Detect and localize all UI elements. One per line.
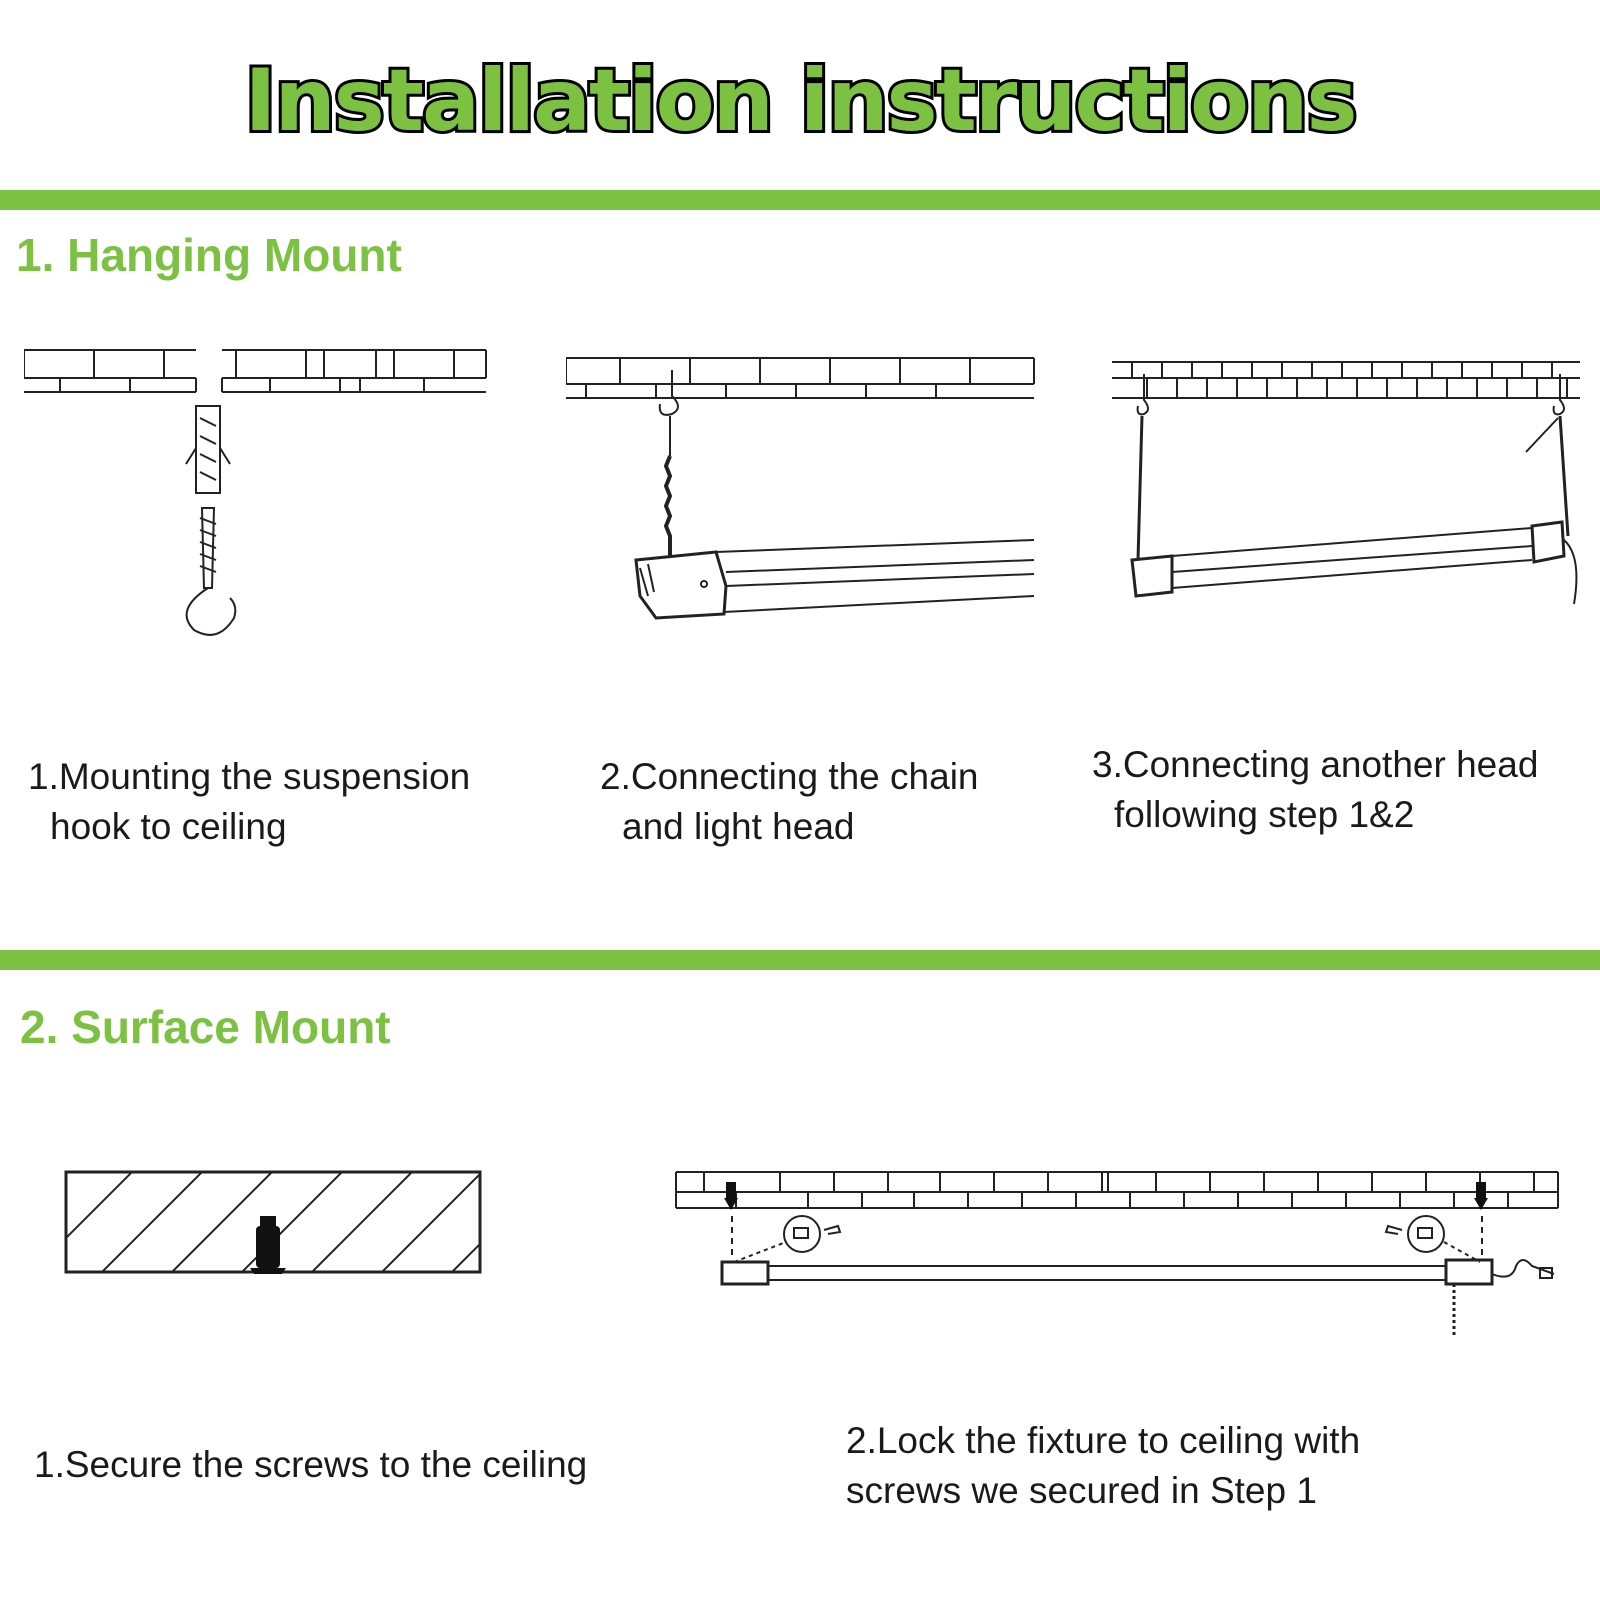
section-heading-surface: 2. Surface Mount [20, 1001, 391, 1053]
ceiling-screw-icon [64, 1170, 482, 1274]
hanging-fixture-icon [1112, 361, 1580, 605]
caption-line: hook to ceiling [50, 806, 287, 847]
caption-hanging-step-1: 1.Mounting the suspension hook to ceilin… [28, 752, 470, 852]
caption-line: screws we secured in Step 1 [846, 1470, 1317, 1511]
section-divider-1 [0, 190, 1600, 210]
caption-hanging-step-2: 2.Connecting the chain and light head [600, 752, 979, 852]
caption-surface-step-2: 2.Lock the fixture to ceiling with screw… [846, 1416, 1360, 1516]
caption-line: 2.Connecting the chain [600, 756, 979, 797]
suspension-hook-icon [24, 349, 487, 636]
surface-mounted-fixture-icon [675, 1171, 1559, 1336]
section-divider-2 [0, 950, 1600, 970]
caption-line: 2.Lock the fixture to ceiling with [846, 1420, 1361, 1461]
caption-line: 1.Secure the screws to the ceiling [34, 1444, 588, 1485]
chain-light-head-icon [566, 357, 1035, 620]
page-title: Installation instructions [241, 51, 1360, 151]
caption-line: 1.Mounting the suspension [28, 756, 471, 797]
caption-surface-step-1: 1.Secure the screws to the ceiling [34, 1440, 587, 1490]
caption-line: following step 1&2 [1114, 794, 1415, 835]
section-heading-hanging: 1. Hanging Mount [16, 229, 402, 281]
caption-line: 3.Connecting another head [1092, 744, 1539, 785]
caption-hanging-step-3: 3.Connecting another head following step… [1092, 740, 1538, 840]
caption-line: and light head [622, 806, 855, 847]
